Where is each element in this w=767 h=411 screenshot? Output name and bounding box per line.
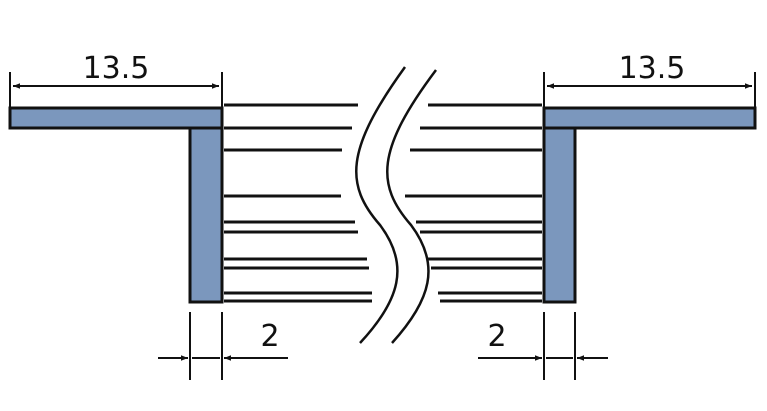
break-line-left <box>355 66 407 344</box>
left-profile <box>8 106 224 304</box>
right-hatch-lines <box>405 103 542 303</box>
left-web-dimension-label: 2 <box>260 319 279 354</box>
right-web-dimension-label: 2 <box>487 319 506 354</box>
right-flange <box>542 106 757 130</box>
right-profile <box>542 106 757 304</box>
right-flange-dimension <box>543 72 756 108</box>
break-line-right <box>386 69 438 344</box>
right-web-dimension <box>478 312 608 380</box>
break-lines <box>355 66 438 344</box>
right-web <box>542 126 577 304</box>
left-web <box>188 126 224 304</box>
left-flange-dimension-label: 13.5 <box>83 51 150 86</box>
left-web-dimension <box>158 312 288 380</box>
left-flange-dimension <box>9 72 223 108</box>
left-flange <box>8 106 224 130</box>
left-hatch-lines <box>224 103 372 303</box>
right-flange-dimension-label: 13.5 <box>619 51 686 86</box>
